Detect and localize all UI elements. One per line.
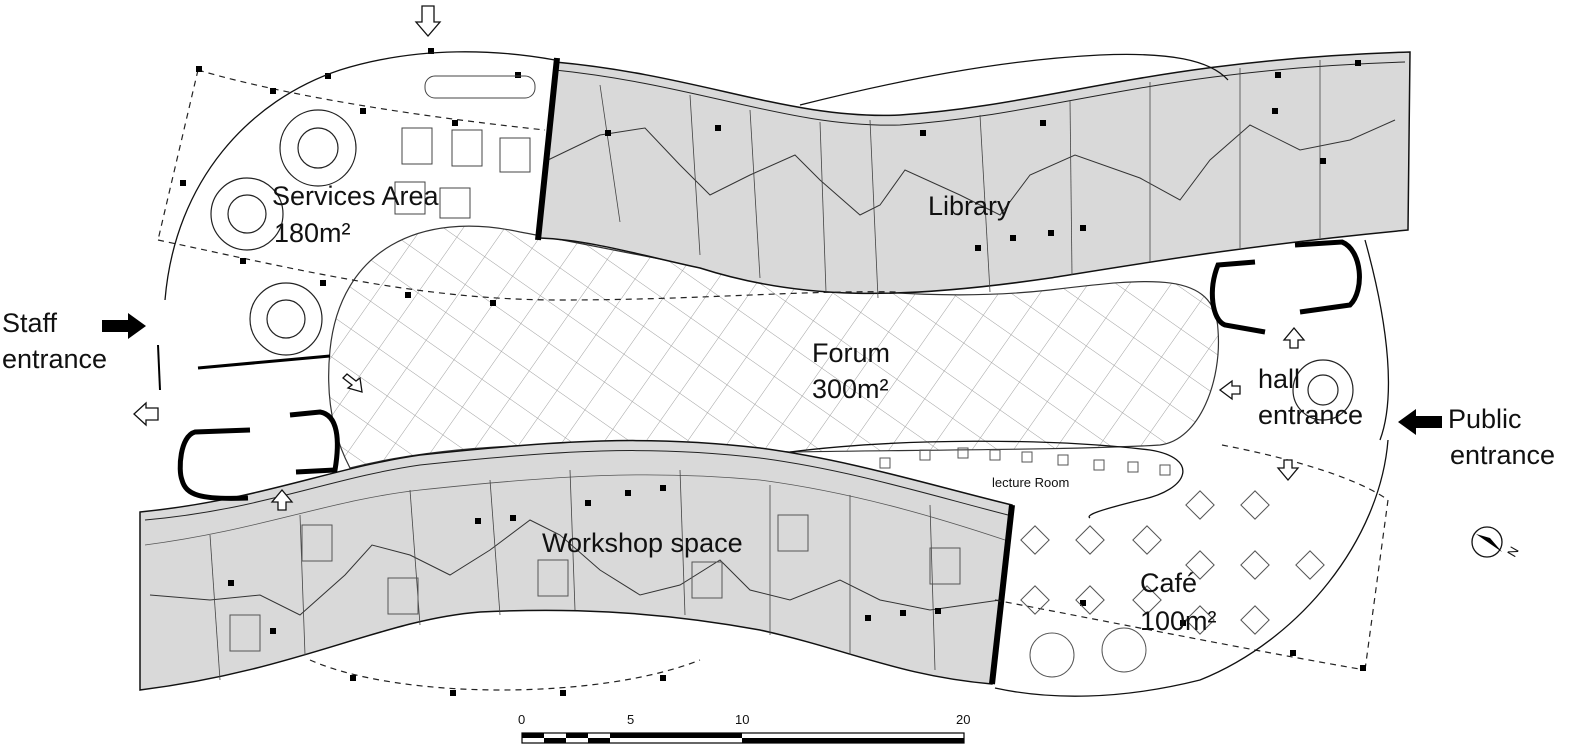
stair-core-east <box>1209 239 1362 335</box>
north-access-arrow <box>414 5 442 37</box>
scale-tick-0: 0 <box>518 712 525 727</box>
hall-entrance-label-1: hall <box>1258 364 1300 394</box>
services-tables <box>394 75 536 219</box>
public-entrance-label-2: entrance <box>1450 440 1555 470</box>
north-label: N <box>1504 544 1522 560</box>
scale-tick-5: 5 <box>627 712 634 727</box>
forum-size: 300m² <box>812 374 889 404</box>
hall-north-arrow <box>1282 326 1306 349</box>
lecture-seats <box>879 447 1171 476</box>
cafe-tables <box>1020 490 1325 678</box>
cafe-label: Café <box>1140 568 1197 598</box>
library-label: Library <box>928 191 1011 221</box>
workshop-band <box>139 439 1013 691</box>
forum-label: Forum <box>812 338 890 368</box>
stair-west-arrow <box>270 488 294 511</box>
public-entrance-label-1: Public <box>1448 404 1522 434</box>
forum-west-arrow <box>342 373 363 393</box>
cafe-size: 100m² <box>1140 606 1217 636</box>
scale-tick-20: 20 <box>956 712 970 727</box>
staff-entrance-label-2: entrance <box>2 344 107 374</box>
cafe-south-arrow <box>1276 459 1300 482</box>
scale-bar: 0 5 10 20 <box>518 712 970 744</box>
public-entrance-arrow <box>1398 409 1442 435</box>
hall-entrance-label-2: entrance <box>1258 400 1363 430</box>
staff-entrance-label-1: Staff <box>2 308 58 338</box>
workshop-label: Workshop space <box>542 528 743 558</box>
lecture-room-label: lecture Room <box>992 475 1069 490</box>
services-area-label: Services Area <box>272 181 440 211</box>
services-area-size: 180m² <box>274 218 351 248</box>
staff-entrance-arrow <box>102 313 146 339</box>
meeting-pods <box>210 109 1354 421</box>
scale-tick-10: 10 <box>735 712 749 727</box>
north-indicator: N <box>1471 526 1522 560</box>
workshop-partitions <box>149 519 1001 616</box>
stair-core-west <box>177 409 340 501</box>
forum-east-arrow <box>1218 379 1241 401</box>
west-exit-arrow <box>133 401 159 427</box>
workshop-tables <box>229 514 961 652</box>
